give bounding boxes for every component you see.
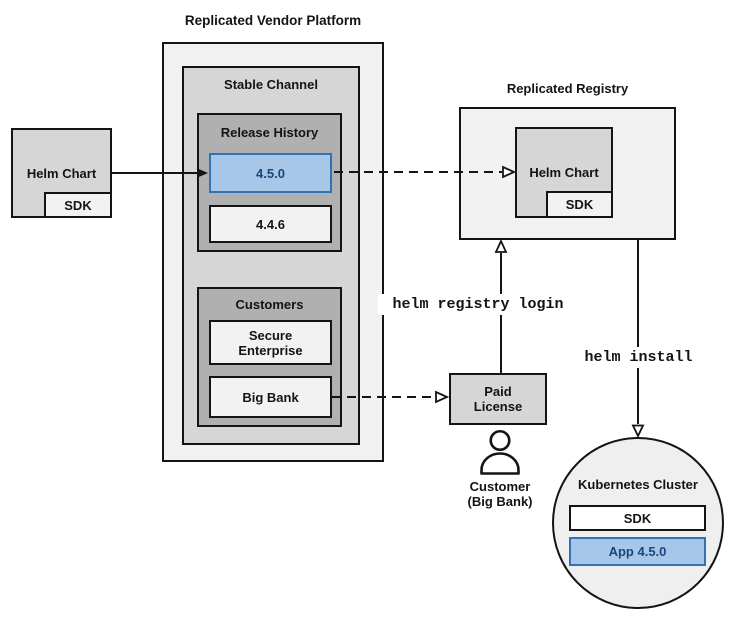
registry-title: Replicated Registry xyxy=(506,81,629,96)
person-icon xyxy=(480,429,520,475)
release-history-title: Release History xyxy=(220,125,319,140)
source-sdk-box: SDK xyxy=(44,192,112,218)
customer-secure-enterprise-label: Secure Enterprise xyxy=(238,327,303,358)
arrow-registry-to-cluster xyxy=(631,240,645,439)
stable-channel-box: Stable Channel Release History 4.5.0 4.4… xyxy=(182,66,360,445)
customer-secure-enterprise: Secure Enterprise xyxy=(209,320,332,365)
customer-big-bank: Big Bank xyxy=(209,376,332,418)
cluster-sdk-label: SDK xyxy=(623,510,652,526)
source-helm-chart-box: Helm Chart SDK xyxy=(11,128,112,218)
paid-license-label: Paid License xyxy=(473,384,523,414)
release-4-5-0-label: 4.5.0 xyxy=(256,165,285,181)
customer-big-bank-label: Big Bank xyxy=(242,389,299,405)
source-sdk-label: SDK xyxy=(64,197,92,213)
release-history-box: Release History 4.5.0 4.4.6 xyxy=(197,113,342,252)
registry-helm-chart-box: Helm Chart SDK xyxy=(515,127,613,218)
customers-title: Customers xyxy=(235,297,304,312)
customers-box: Customers Secure Enterprise Big Bank xyxy=(197,287,342,427)
paid-license-box: Paid License xyxy=(449,373,547,425)
command-helm-registry-login: helm registry login xyxy=(378,294,578,315)
cluster-sdk-box: SDK xyxy=(569,505,706,531)
vendor-platform-box: Stable Channel Release History 4.5.0 4.4… xyxy=(162,42,384,462)
registry-sdk-label: SDK xyxy=(565,197,594,212)
cluster-app-box: App 4.5.0 xyxy=(569,537,706,566)
command-helm-install: helm install xyxy=(578,347,699,368)
kubernetes-cluster-circle: Kubernetes Cluster SDK App 4.5.0 xyxy=(552,437,724,609)
release-4-4-6: 4.4.6 xyxy=(209,205,332,243)
customer-caption: Customer (Big Bank) xyxy=(440,479,560,509)
stable-channel-title: Stable Channel xyxy=(224,77,318,92)
release-4-4-6-label: 4.4.6 xyxy=(256,216,285,232)
registry-sdk-box: SDK xyxy=(546,191,613,218)
customer-caption-org: (Big Bank) xyxy=(467,494,533,509)
cluster-app-label: App 4.5.0 xyxy=(608,544,667,559)
source-helm-chart-label: Helm Chart xyxy=(26,165,97,181)
registry-helm-chart-label: Helm Chart xyxy=(529,165,599,180)
customer-caption-name: Customer xyxy=(469,479,531,494)
registry-box: Helm Chart SDK xyxy=(459,107,676,240)
vendor-platform-title: Replicated Vendor Platform xyxy=(184,13,362,28)
kubernetes-cluster-title: Kubernetes Cluster xyxy=(578,477,698,492)
release-4-5-0: 4.5.0 xyxy=(209,153,332,193)
